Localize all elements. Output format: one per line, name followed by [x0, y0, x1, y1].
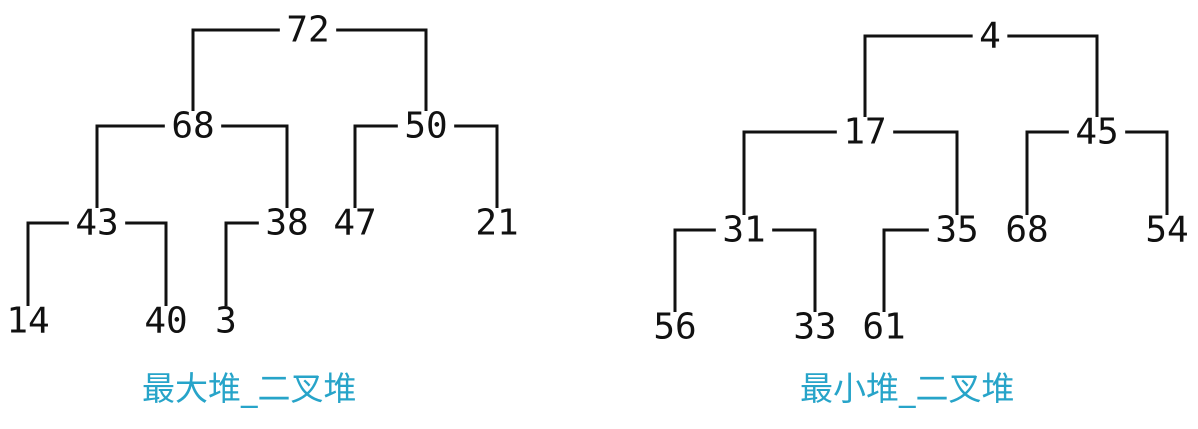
- max-heap-edge-50-47: [353, 124, 398, 208]
- max-heap-edge-68-43: [95, 124, 165, 208]
- max-heap-edge-43-14: [26, 221, 69, 306]
- min-heap-node: 45: [1075, 112, 1118, 153]
- max-heap-node: 14: [6, 301, 49, 342]
- min-heap-edge-35-61: [882, 228, 929, 312]
- min-heap-caption: 最小堆_二叉堆: [800, 369, 1015, 408]
- max-heap-node: 50: [404, 106, 447, 147]
- min-heap-node-root: 4: [979, 16, 1001, 57]
- min-heap-node: 56: [653, 307, 696, 348]
- max-heap-node: 43: [75, 203, 118, 244]
- min-heap-edge-17-35: [893, 130, 959, 215]
- edges-layer: [26, 28, 1169, 312]
- min-heap-node: 31: [722, 210, 765, 251]
- max-heap-edge-43-40: [125, 221, 168, 306]
- min-heap-edge-17-31: [742, 130, 837, 215]
- nodes-layer: 72 68 50 43 38 47 21 14 40 3 4 17 45 31 …: [6, 10, 1188, 348]
- min-heap-node: 54: [1145, 210, 1188, 251]
- max-heap-node: 38: [265, 203, 308, 244]
- max-heap-edge-38-3: [224, 221, 259, 306]
- max-heap-edge-72-68: [191, 28, 280, 111]
- min-heap-node: 17: [843, 112, 886, 153]
- min-heap-edge-31-56: [673, 228, 716, 312]
- min-heap-node: 68: [1005, 210, 1048, 251]
- max-heap-node: 3: [215, 301, 237, 342]
- min-heap-edge-4-45: [1007, 34, 1099, 117]
- min-heap-node: 61: [862, 307, 905, 348]
- min-heap-edge-4-17: [863, 34, 973, 117]
- min-heap-edge-45-54: [1125, 130, 1169, 215]
- max-heap-node: 68: [171, 106, 214, 147]
- max-heap-node: 47: [333, 203, 376, 244]
- min-heap-edge-31-33: [772, 228, 817, 312]
- min-heap-node: 35: [935, 210, 978, 251]
- max-heap-caption: 最大堆_二叉堆: [142, 369, 357, 408]
- min-heap-edge-45-68: [1025, 130, 1069, 215]
- max-heap-edge-50-21: [454, 124, 499, 208]
- max-heap-edge-68-38: [221, 124, 289, 208]
- max-heap-edge-72-50: [336, 28, 428, 111]
- max-heap-node: 40: [144, 301, 187, 342]
- min-heap-node: 33: [793, 307, 836, 348]
- max-heap-node: 21: [475, 203, 518, 244]
- max-heap-node-root: 72: [286, 10, 329, 51]
